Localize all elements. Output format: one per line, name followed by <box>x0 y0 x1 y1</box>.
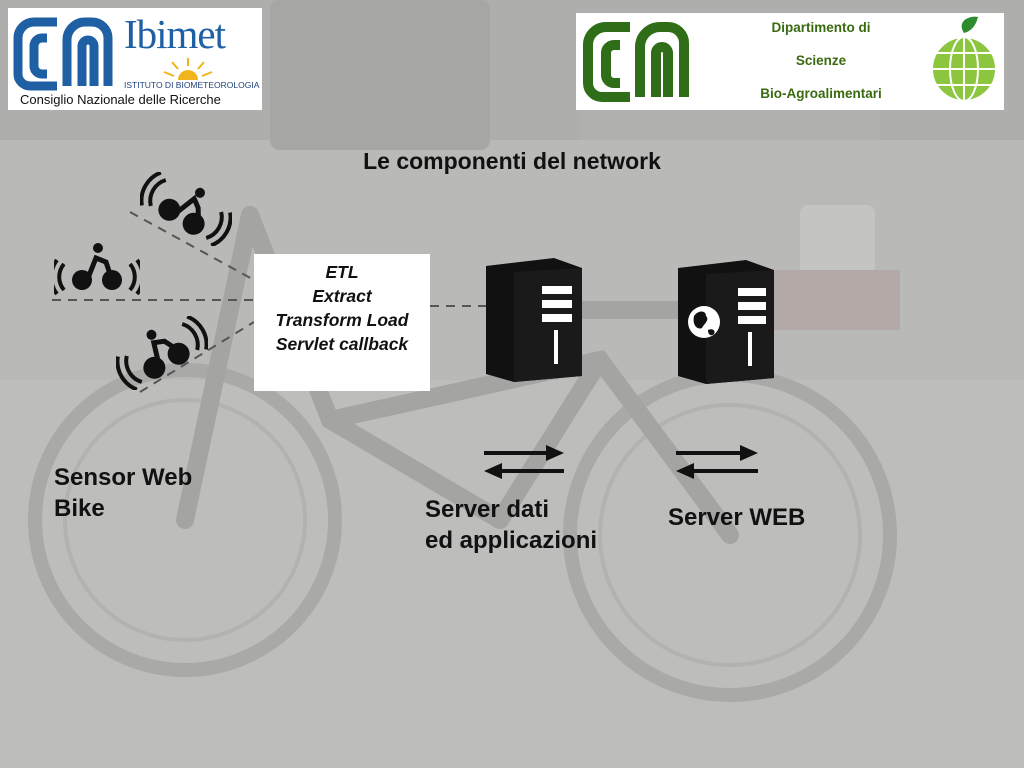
etl-line-servlet: Servlet callback <box>275 334 409 354</box>
bidirectional-arrows-icon <box>676 445 758 479</box>
sensor-bike-label-line-1: Sensor Web <box>54 464 193 491</box>
bike-sensor-icon <box>116 316 208 390</box>
slide-title: Le componenti del network <box>363 148 661 174</box>
dept-line-3: Bio-Agroalimentari <box>760 86 882 101</box>
dept-line-1: Dipartimento di <box>771 20 871 35</box>
etl-box: ETL Extract Transform Load Servlet callb… <box>254 254 430 391</box>
etl-line-etl: ETL <box>325 262 359 282</box>
dsba-globe-apple-icon <box>931 16 997 102</box>
server-data-label-line-1: Server dati <box>425 496 550 523</box>
cnr-logo-icon <box>13 17 113 91</box>
etl-line-transform-load: Transform Load <box>275 310 409 330</box>
cnr-institution: Consiglio Nazionale delle Ricerche <box>20 92 221 107</box>
sensor-bike-label: Sensor Web Bike <box>54 462 192 524</box>
ibimet-subtitle: ISTITUTO DI BIOMETEOROLOGIA <box>124 80 260 90</box>
dsba-logo: Dipartimento di Scienze Bio-Agroalimenta… <box>576 13 1004 110</box>
bidirectional-arrows-icon <box>484 445 564 479</box>
server-tower-icon <box>486 258 582 382</box>
sensor-bike-label-line-2: Bike <box>54 495 105 522</box>
bike-sensor-icon <box>140 172 232 246</box>
cnr-green-logo-icon <box>583 22 689 102</box>
dept-line-2: Scienze <box>795 53 847 68</box>
connection-bike-top <box>129 211 255 281</box>
cnr-ibimet-logo: Ibimet ISTITUTO DI BIOMETEOROLOGIA Consi… <box>8 8 262 110</box>
etl-line-extract: Extract <box>312 286 372 306</box>
connection-bike-bottom <box>139 321 255 393</box>
server-data-label: Server dati ed applicazioni <box>425 494 597 556</box>
server-data-label-line-2: ed applicazioni <box>425 527 598 554</box>
server-web-label: Server WEB <box>668 504 806 531</box>
web-server-tower-icon <box>678 260 774 384</box>
ibimet-brand: Ibimet <box>124 11 226 57</box>
ibimet-sun-icon <box>163 58 213 80</box>
bike-sensor-icon <box>54 243 140 296</box>
